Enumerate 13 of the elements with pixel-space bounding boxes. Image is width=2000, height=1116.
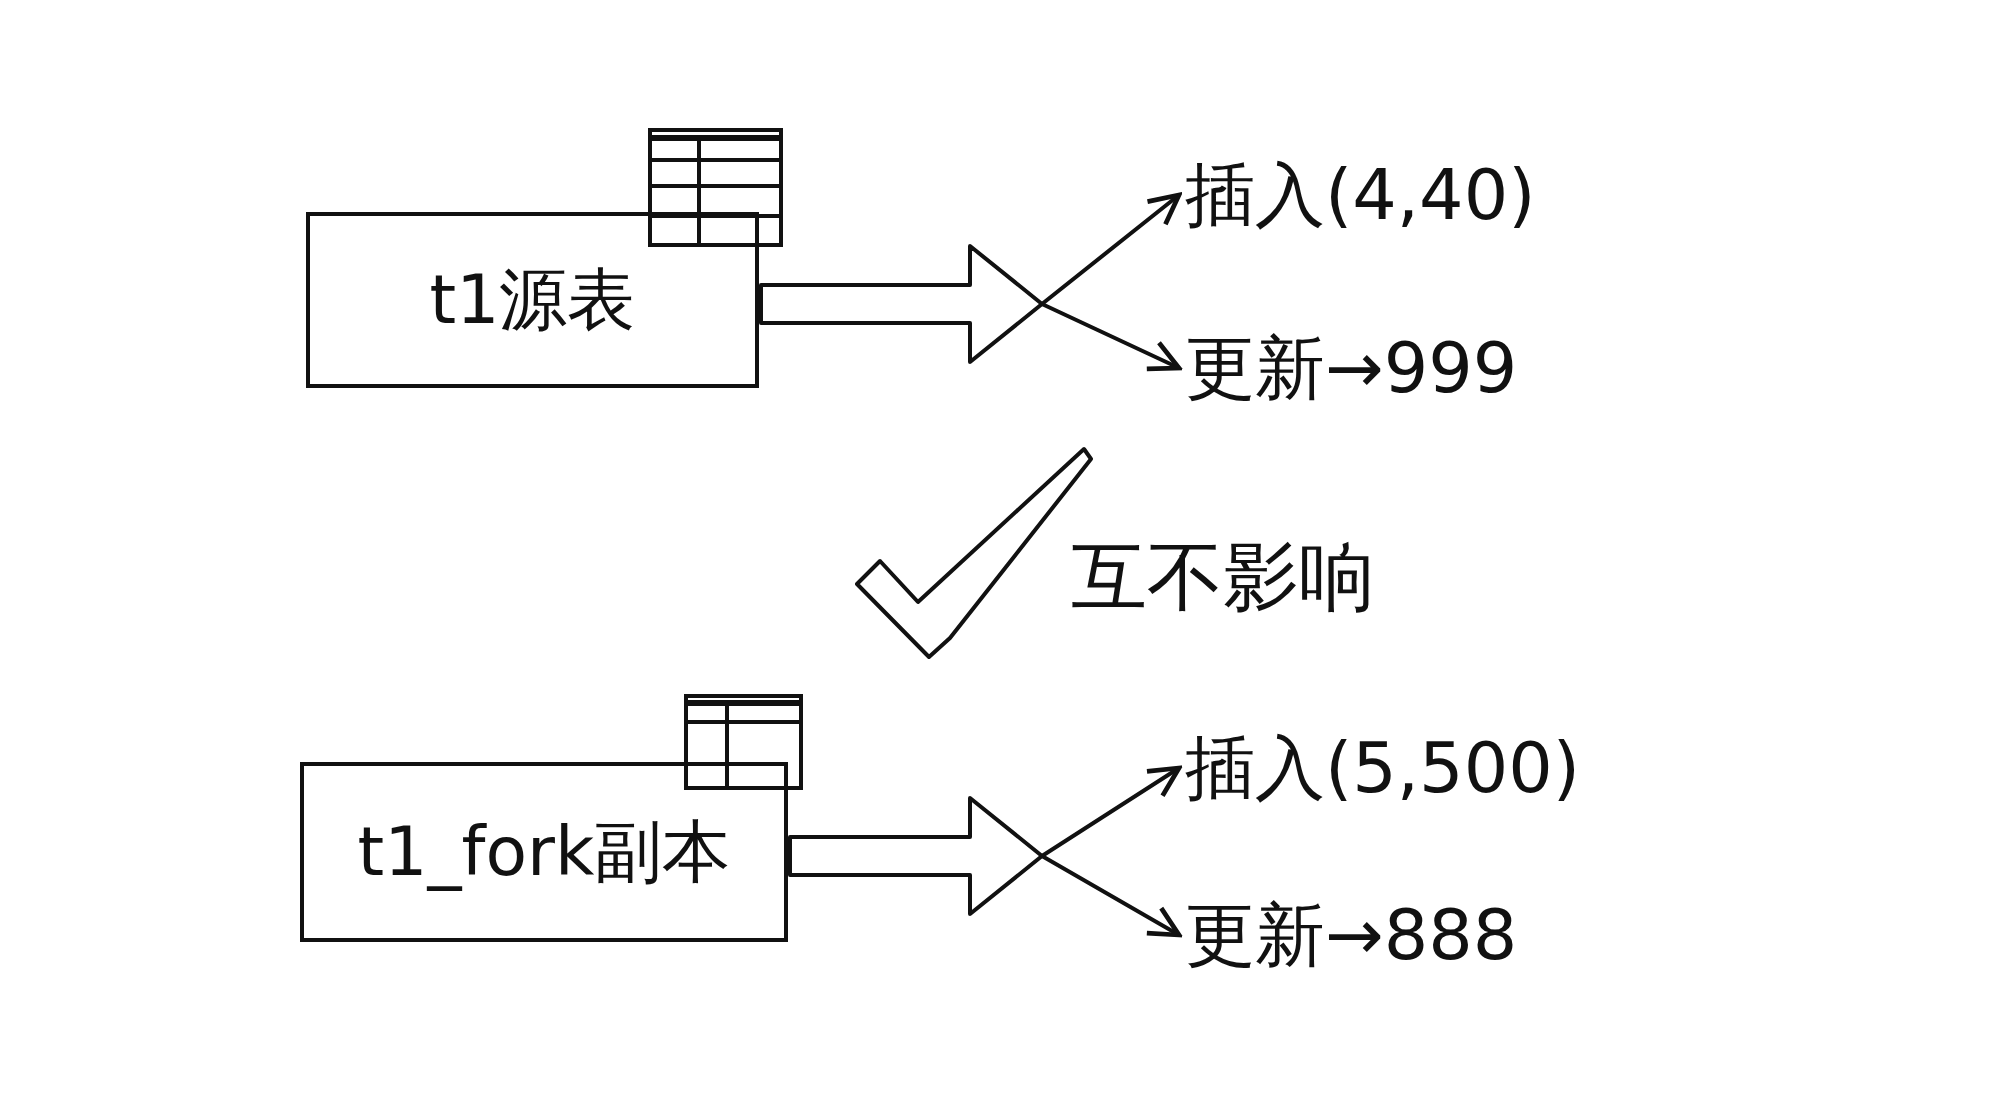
operation-text: 更新→888	[1185, 896, 1518, 974]
table-name: t1_fork副本	[357, 814, 731, 890]
table-name: t1源表	[429, 262, 636, 338]
table-box	[306, 212, 759, 388]
operation-text: 插入(5,500)	[1185, 729, 1580, 807]
arrow	[759, 244, 1182, 372]
operation-text: 插入(4,40)	[1185, 156, 1536, 234]
operation-text: 更新→999	[1185, 329, 1518, 407]
arrow	[788, 765, 1182, 916]
arrow	[788, 796, 1182, 938]
arrow	[759, 192, 1182, 364]
table-box	[300, 762, 788, 942]
note-text: 互不影响	[1071, 531, 1375, 623]
